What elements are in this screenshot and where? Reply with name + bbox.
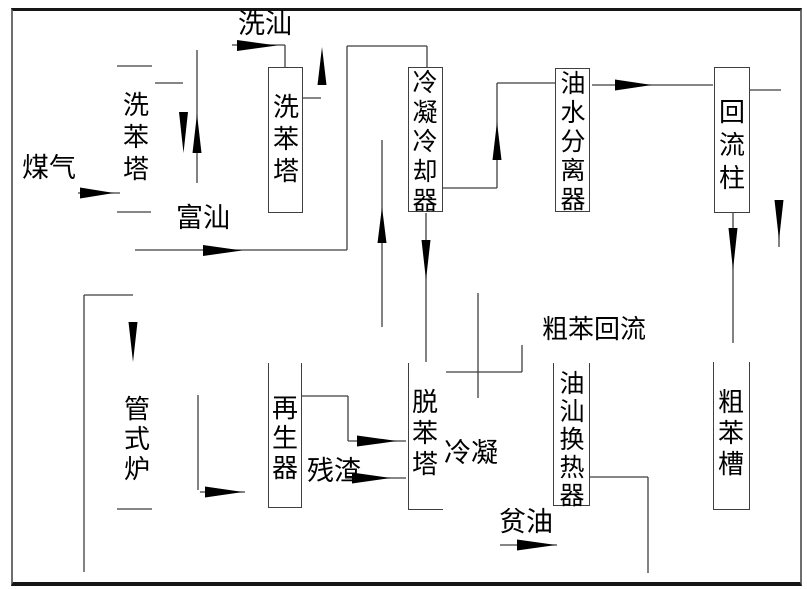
label-rich-oil: 富汕 <box>176 203 230 233</box>
arrow-down-icon <box>421 240 431 280</box>
label-condenser-cooler: 冷凝冷却器 <box>412 70 438 215</box>
label-residue: 残渣 <box>307 456 361 486</box>
arrow-down-icon <box>179 112 188 153</box>
arrow-down-icon <box>774 200 784 240</box>
arrow-up-icon <box>192 114 202 153</box>
label-lean-oil: 贫油 <box>499 507 553 537</box>
arrow-down-icon <box>728 228 738 270</box>
arrow-right-icon <box>205 486 243 498</box>
arrow-right-icon <box>352 472 391 484</box>
vessel-oil-oil-heat-exchanger <box>553 363 590 506</box>
arrow-up-icon <box>377 207 387 243</box>
arrow-up-icon <box>317 47 327 85</box>
vessel-wash-tower-2 <box>268 67 303 213</box>
label-regenerator: 再生器 <box>271 394 298 483</box>
arrow-right-icon <box>517 539 556 551</box>
arrow-right-icon <box>615 79 652 91</box>
label-crude-benzene-reflux: 粗苯回流 <box>542 315 647 344</box>
diagram-border-frame <box>11 8 802 586</box>
arrow-down-icon <box>128 322 138 362</box>
vessel-regenerator <box>268 363 302 508</box>
label-wash-tower-1: 洗苯塔 <box>122 91 149 184</box>
vessel-oil-water-separator <box>555 68 590 212</box>
vessel-debenzolization-tower <box>408 363 443 510</box>
label-wash-tower-2: 洗苯塔 <box>272 93 299 186</box>
label-wash-oil: 洗汕 <box>238 9 292 39</box>
arrow-up-icon <box>492 122 502 160</box>
arrow-right-icon <box>80 187 114 199</box>
vessel-reflux-column <box>714 67 750 213</box>
label-tube-furnace: 管式炉 <box>123 395 150 484</box>
label-reflux-column: 回流柱 <box>718 98 745 193</box>
arrow-right-icon <box>357 435 397 447</box>
label-oil-water-separator: 油水分离器 <box>560 71 586 214</box>
label-oil-oil-heat-exchanger: 油汕换热器 <box>559 371 585 510</box>
label-condensate: 冷凝 <box>444 438 498 468</box>
vessel-crude-benzene-tank <box>713 362 750 510</box>
vessel-condenser-cooler <box>408 67 443 212</box>
label-debenzolization-tower: 脱苯塔 <box>411 388 438 479</box>
arrow-right-icon <box>237 40 277 51</box>
arrow-right-icon <box>203 245 242 256</box>
label-coal-gas: 煤气 <box>22 153 76 183</box>
label-crude-benzene-tank: 粗苯槽 <box>717 388 744 479</box>
